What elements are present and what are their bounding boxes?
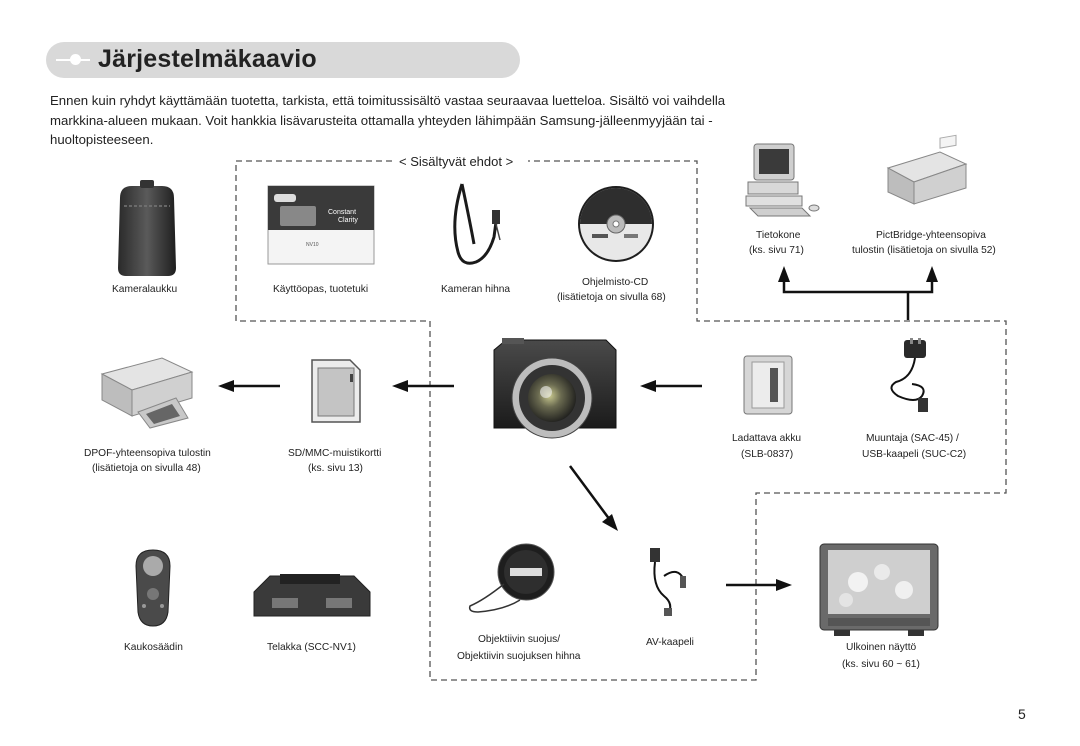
dock-image xyxy=(253,574,371,617)
page-title: Järjestelmäkaavio xyxy=(98,45,317,73)
computer-image xyxy=(745,143,820,217)
pictbridge-label-1: PictBridge-yhteensopiva xyxy=(876,230,986,241)
pictbridge-printer-image xyxy=(886,134,968,205)
dock-label: Telakka (SCC-NV1) xyxy=(267,642,356,653)
av-label: AV-kaapeli xyxy=(646,637,694,648)
battery-label-2: (SLB-0837) xyxy=(741,449,794,460)
dpof-label-1: DPOF-yhteensopiva tulostin xyxy=(84,448,211,459)
adapter-label-1: Muuntaja (SAC-45) / xyxy=(866,433,959,444)
strap-label: Kameran hihna xyxy=(441,284,511,295)
strap-image xyxy=(453,183,501,265)
adapter-label-2: USB-kaapeli (SUC-C2) xyxy=(862,449,967,460)
cd-label-1: Ohjelmisto-CD xyxy=(582,277,649,288)
sd-label-1: SD/MMC-muistikortti xyxy=(288,448,382,459)
lenscap-label-1: Objektiivin suojus/ xyxy=(478,634,561,645)
case-label: Kameralaukku xyxy=(112,284,178,295)
av-cable-image xyxy=(650,548,686,616)
battery-image xyxy=(743,355,793,415)
tv-image xyxy=(819,543,939,636)
computer-label-2: (ks. sivu 71) xyxy=(749,245,804,256)
dpof-label-2: (lisätietoja on sivulla 48) xyxy=(92,463,201,474)
tv-label-2: (ks. sivu 60 ~ 61) xyxy=(842,659,920,670)
tv-label-1: Ulkoinen näyttö xyxy=(846,642,917,653)
intro-text: Ennen kuin ryhdyt käyttämään tuotetta, t… xyxy=(50,93,726,147)
dpof-printer-image xyxy=(100,357,194,429)
title-bar xyxy=(46,42,520,78)
remote-image xyxy=(135,549,171,627)
camera-case-image xyxy=(118,180,176,276)
manual-label: Käyttöopas, tuotetuki xyxy=(273,284,369,295)
lens-cap-image xyxy=(468,543,555,613)
section-title: < Sisältyvät ehdot > xyxy=(396,154,517,169)
adapter-image xyxy=(890,338,928,412)
cd-image xyxy=(578,186,654,262)
remote-label: Kaukosäädin xyxy=(124,642,183,653)
battery-label-1: Ladattava akku xyxy=(732,433,802,444)
computer-label-1: Tietokone xyxy=(756,230,801,241)
sd-label-2: (ks. sivu 13) xyxy=(308,463,363,474)
sd-card-image xyxy=(311,359,361,423)
manual-cover-line1: Constant xyxy=(328,209,356,216)
manual-image: Constant Clarity NV10 xyxy=(267,185,375,265)
title-decoration-dot xyxy=(70,54,81,65)
manual-cover-line2: Clarity xyxy=(338,217,358,224)
page-number: 5 xyxy=(1018,706,1026,722)
cd-label-2: (lisätietoja on sivulla 68) xyxy=(557,292,666,303)
camera-image xyxy=(493,338,617,439)
lenscap-label-2: Objektiivin suojuksen hihna xyxy=(457,651,581,662)
pictbridge-label-2: tulostin (lisätietoja on sivulla 52) xyxy=(852,245,996,256)
manual-cover-model: NV10 xyxy=(306,242,319,248)
